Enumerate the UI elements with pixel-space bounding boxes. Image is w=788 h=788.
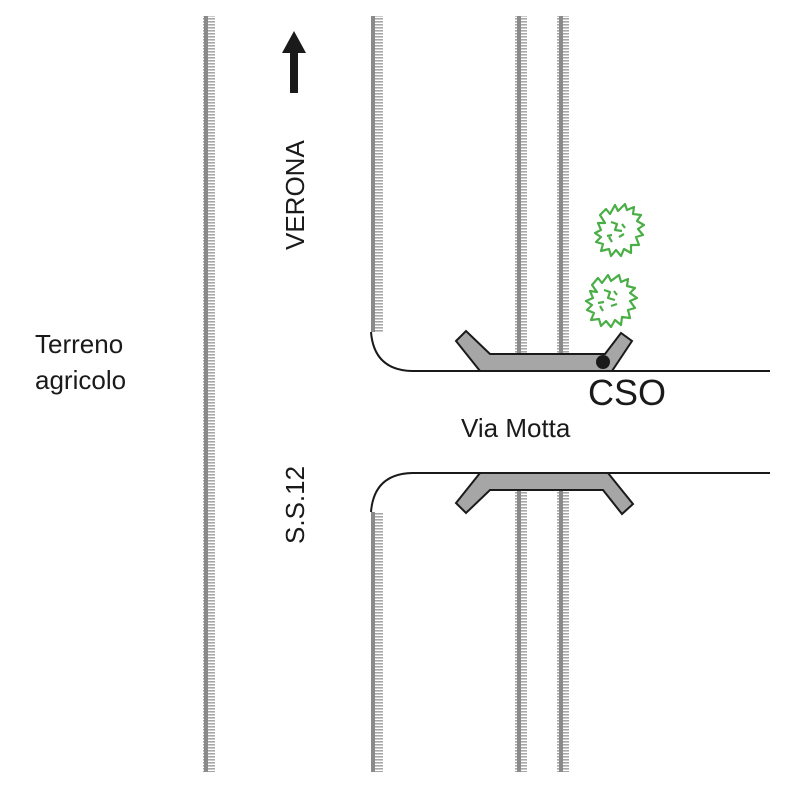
field-label-line1: Terreno [35,329,123,359]
kerb-right-north [371,16,383,332]
north-arrow-icon [282,31,306,93]
marker-dot-icon [596,355,610,369]
via-motta-south-edge [370,472,770,513]
kerb-right-south [371,512,383,772]
highway-label: S.S.12 [280,466,310,544]
street-label: Via Motta [461,413,571,443]
kerb-pair-south [515,486,569,772]
via-motta-north-edge [370,331,770,372]
kerb-pair-north [515,16,569,358]
field-label-line2: agricolo [35,365,126,395]
point-label: CSO [588,372,666,413]
speed-bump-north [454,329,634,372]
tree-icon [584,273,639,329]
kerb-left [203,16,215,772]
speed-bump-south [454,472,635,516]
tree-icon [593,202,646,258]
direction-label: VERONA [280,140,310,250]
